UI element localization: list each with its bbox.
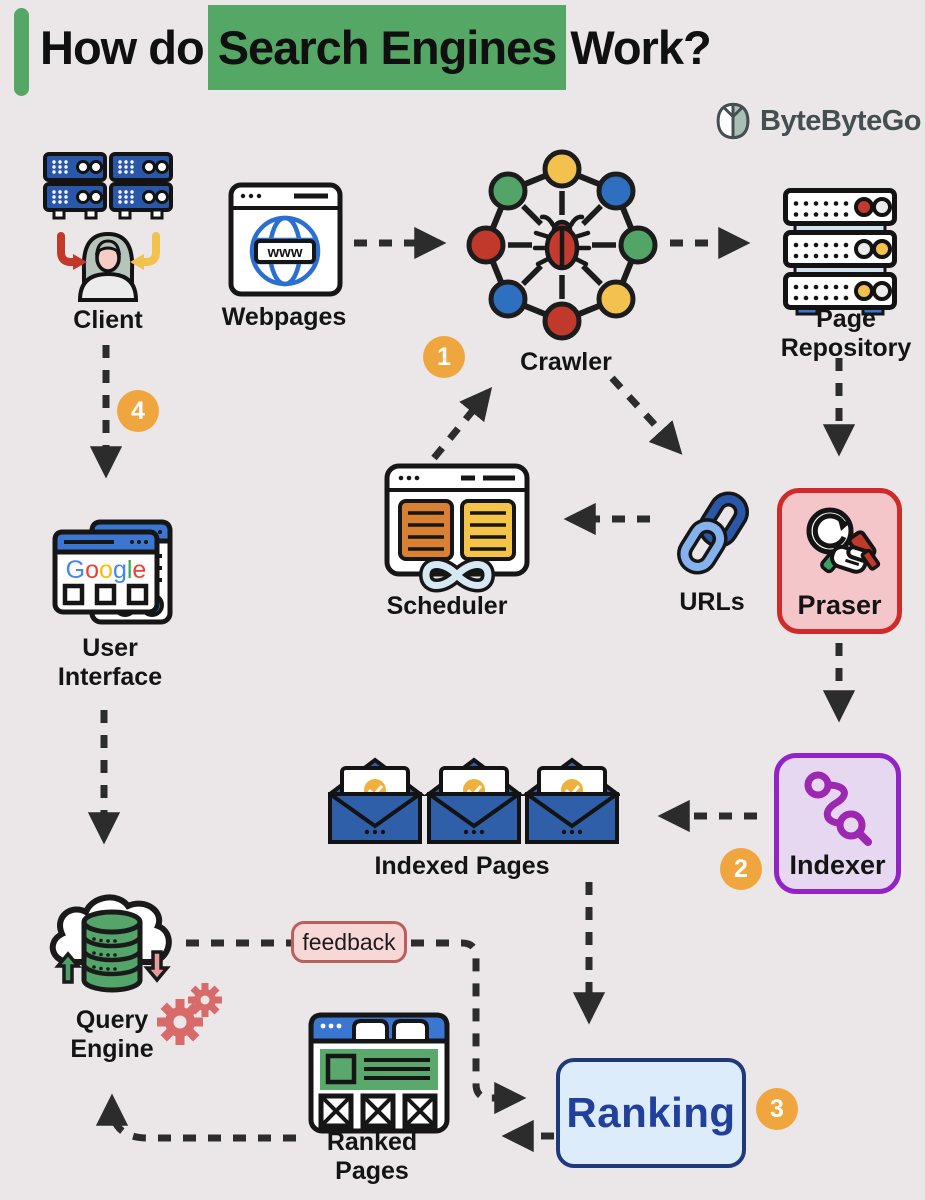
person-icon <box>77 231 139 302</box>
title-highlight: Search Engines <box>207 5 567 90</box>
title-pre: How do <box>40 21 205 74</box>
scheduler-icon <box>384 463 530 593</box>
google-logo-text: Google <box>66 556 147 584</box>
arrow-rankedpages-to-queryengine <box>95 1093 296 1142</box>
praser-node: Praser <box>777 488 902 634</box>
client-label: Client <box>73 306 143 334</box>
arrow-scheduler-to-crawler <box>431 387 493 461</box>
brand-logo: ByteByteGo <box>712 100 922 142</box>
arrow-crawler-to-urls <box>609 375 683 455</box>
feedback-node: feedback <box>291 921 407 963</box>
badge-2: 2 <box>720 848 762 890</box>
badge-1: 1 <box>423 336 465 378</box>
page-repository-label: Page Repository <box>780 305 912 362</box>
bug-icon <box>532 214 592 271</box>
query-engine-label: Query Engine <box>70 1006 154 1063</box>
urls-chain-icon <box>677 491 749 575</box>
webpages-icon: www <box>228 182 343 297</box>
bytebytego-icon <box>716 102 750 140</box>
urls-label: URLs <box>679 588 745 616</box>
query-engine-icon <box>49 894 222 1045</box>
praser-label: Praser <box>797 590 882 620</box>
indexer-path-icon <box>804 771 872 846</box>
title-accent-bar <box>14 8 29 96</box>
ranked-pages-label: Ranked Pages <box>326 1128 418 1185</box>
ranking-node: Ranking <box>556 1058 746 1168</box>
crawler-icon <box>466 149 658 341</box>
title-post: Work? <box>570 21 711 74</box>
indexed-pages-icon <box>328 758 619 844</box>
webpages-label: Webpages <box>221 303 347 331</box>
gears-icon <box>157 983 222 1045</box>
red-arrow-icon <box>57 232 77 266</box>
page-repository-icon <box>783 188 897 316</box>
database-icon <box>81 909 143 993</box>
indexer-label: Indexer <box>789 850 886 880</box>
ranking-label: Ranking <box>566 1089 736 1136</box>
user-interface-icon: Google <box>52 519 173 625</box>
scheduler-label: Scheduler <box>386 592 508 620</box>
down-arrow-icon <box>143 950 171 983</box>
parser-icon <box>806 507 880 574</box>
crawler-label: Crawler <box>520 348 612 376</box>
user-interface-label: User Interface <box>57 634 163 691</box>
up-arrow-icon <box>54 951 82 984</box>
ranked-pages-icon <box>308 1012 450 1134</box>
badge-4: 4 <box>117 390 159 432</box>
www-text: www <box>266 244 302 261</box>
feedback-label: feedback <box>302 928 396 955</box>
arrow-queryengine-feedback-to-ranking <box>186 939 527 1115</box>
yellow-arrow-icon <box>140 232 160 266</box>
indexed-pages-label: Indexed Pages <box>374 852 550 880</box>
infinity-icon <box>418 557 496 593</box>
client-icon <box>43 152 173 302</box>
indexer-node: Indexer <box>774 753 901 894</box>
badge-3: 3 <box>756 1088 798 1130</box>
brand-name: ByteByteGo <box>760 104 922 137</box>
front-window: Google <box>52 529 160 615</box>
